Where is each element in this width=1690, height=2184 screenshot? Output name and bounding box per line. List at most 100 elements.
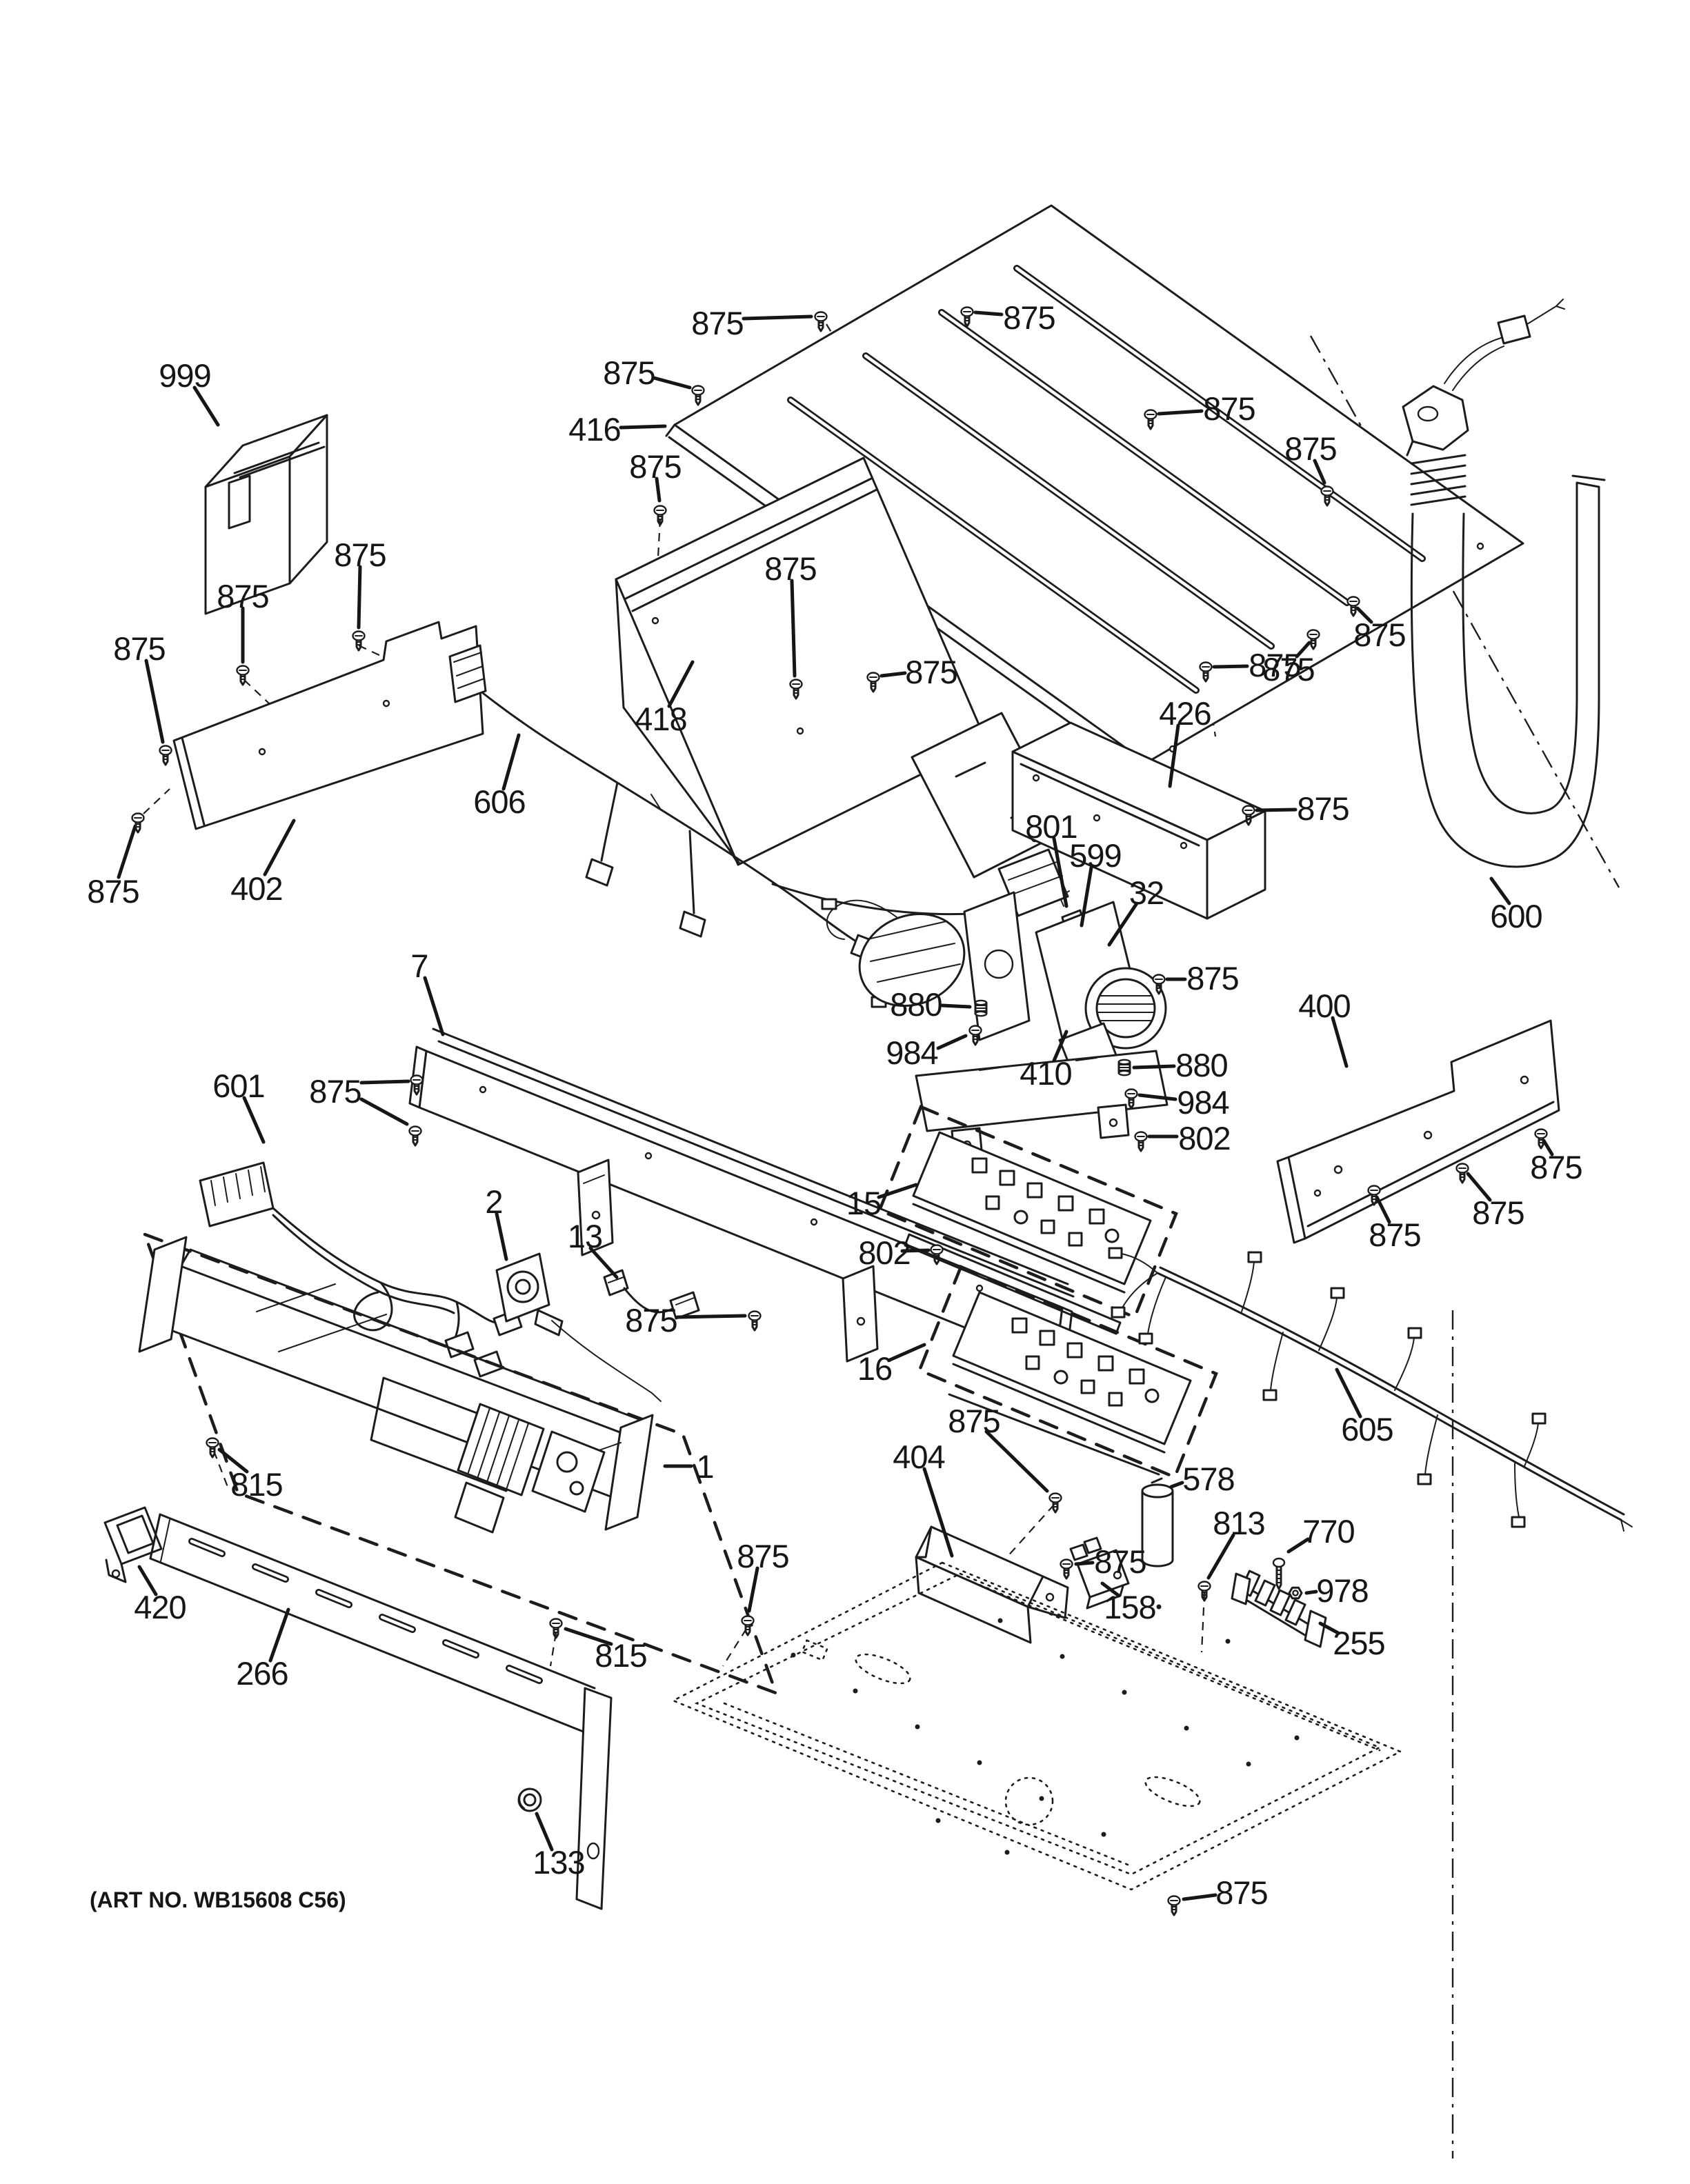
screw-icon	[1167, 1895, 1181, 1916]
part-number-text: 13	[568, 1218, 602, 1254]
leader-line	[984, 1430, 1049, 1493]
leader-line	[117, 824, 137, 879]
leader-line	[1157, 409, 1204, 416]
leader-line	[263, 819, 296, 876]
part-label-875: 875	[1262, 629, 1320, 688]
leader-line	[1132, 1064, 1176, 1070]
leader-line	[1212, 664, 1249, 669]
part-number-text: 875	[737, 1538, 788, 1574]
part-label-578: 578	[1169, 1461, 1235, 1497]
leader-line	[922, 1467, 954, 1558]
part-label-599: 599	[1069, 837, 1122, 928]
part-number-text: 813	[1213, 1505, 1264, 1541]
part-number-text: 7	[410, 948, 428, 984]
part-label-13: 13	[568, 1218, 619, 1279]
part-label-815: 815	[206, 1437, 284, 1503]
part-label-875: 875	[1152, 960, 1240, 996]
part-number-text: 605	[1341, 1411, 1393, 1447]
part-number-text: 15	[846, 1185, 881, 1221]
part-label-266: 266	[236, 1607, 290, 1692]
leader-line	[790, 579, 797, 678]
part-number-text: 875	[1249, 647, 1300, 683]
part-label-978: 978	[1288, 1572, 1369, 1609]
part-label-815: 815	[549, 1618, 648, 1674]
part-label-875: 875	[217, 578, 270, 686]
part-number-text: 875	[1353, 617, 1405, 653]
leader-line	[359, 1097, 409, 1126]
part-label-418: 418	[635, 660, 695, 737]
part-label-404: 404	[893, 1439, 954, 1558]
part-number-text: 875	[1297, 790, 1349, 827]
nut-icon	[1288, 1586, 1303, 1600]
part-number-text: 984	[1177, 1084, 1229, 1121]
leader-line	[1335, 1367, 1362, 1419]
control-board-15	[877, 1105, 1178, 1335]
leader-line	[747, 1566, 759, 1613]
screw-icon	[814, 311, 828, 332]
part-number-text: 880	[1175, 1047, 1227, 1083]
screw-icon	[691, 385, 705, 406]
part-number-text: 875	[1203, 390, 1255, 427]
part-number-text: 875	[1284, 430, 1336, 467]
leader-line	[1168, 723, 1180, 788]
part-label-875: 875	[1060, 1543, 1147, 1580]
leader-line	[1052, 1030, 1068, 1063]
leader-line	[1304, 1590, 1318, 1595]
leader-line	[137, 1565, 158, 1596]
leader-line	[192, 385, 220, 427]
part-label-802: 802	[1134, 1120, 1231, 1156]
part-number-text: 1	[696, 1448, 713, 1485]
leader-line	[1169, 1481, 1184, 1489]
leader-line	[619, 424, 667, 430]
part-number-text: 875	[1003, 299, 1055, 336]
leader-line	[1375, 1195, 1391, 1224]
part-number-text: 16	[857, 1350, 892, 1387]
part-number-text: 420	[134, 1589, 186, 1625]
part-label-875: 875	[866, 654, 958, 693]
part-number-text: 418	[635, 701, 686, 737]
leader-line	[495, 1212, 508, 1261]
part-label-875: 875	[1242, 790, 1350, 827]
part-label-875: 875	[960, 299, 1056, 336]
part-number-text: 875	[1186, 960, 1238, 996]
part-number-text: 875	[1530, 1149, 1582, 1185]
part-label-875: 875	[1530, 1128, 1583, 1185]
part-label-875: 875	[737, 1538, 790, 1636]
part-number-text: 266	[236, 1655, 288, 1692]
leader-line	[1080, 865, 1093, 928]
screw-icon	[1060, 1559, 1073, 1580]
pan-holes	[791, 1604, 1300, 1855]
leader-line	[742, 314, 813, 321]
part-label-801: 801	[1025, 808, 1078, 908]
part-label-32: 32	[1107, 874, 1164, 947]
part-label-875: 875	[1346, 596, 1406, 653]
part-number-text: 875	[905, 654, 957, 690]
trim-strip-266	[149, 1513, 613, 1910]
part-number-text: 255	[1333, 1625, 1384, 1661]
part-number-text: 606	[473, 783, 525, 820]
part-label-875: 875	[625, 1302, 762, 1339]
part-label-15: 15	[846, 1183, 918, 1221]
part-label-605: 605	[1335, 1367, 1394, 1447]
part-label-400: 400	[1298, 988, 1351, 1068]
part-label-875: 875	[603, 354, 705, 406]
part-label-606: 606	[473, 733, 526, 820]
part-number-text: 158	[1104, 1589, 1155, 1625]
part-number-text: 875	[1472, 1194, 1524, 1231]
control-board-16	[917, 1265, 1218, 1479]
leader-line	[1318, 1621, 1340, 1635]
jumper-cable-13	[603, 1269, 700, 1320]
part-number-text: 802	[858, 1234, 910, 1271]
leader-line	[1100, 1581, 1121, 1598]
part-number-text: 999	[159, 357, 210, 394]
part-number-text: 880	[890, 986, 942, 1023]
part-label-875: 875	[764, 550, 817, 700]
bottom-pan	[670, 1561, 1403, 1891]
part-label-875: 875	[1199, 647, 1302, 683]
packing-box-999	[204, 414, 328, 615]
leader-line	[1074, 1561, 1095, 1566]
part-label-255: 255	[1318, 1621, 1386, 1661]
part-number-text: 875	[603, 354, 655, 391]
part-number-text: 802	[1178, 1120, 1230, 1156]
